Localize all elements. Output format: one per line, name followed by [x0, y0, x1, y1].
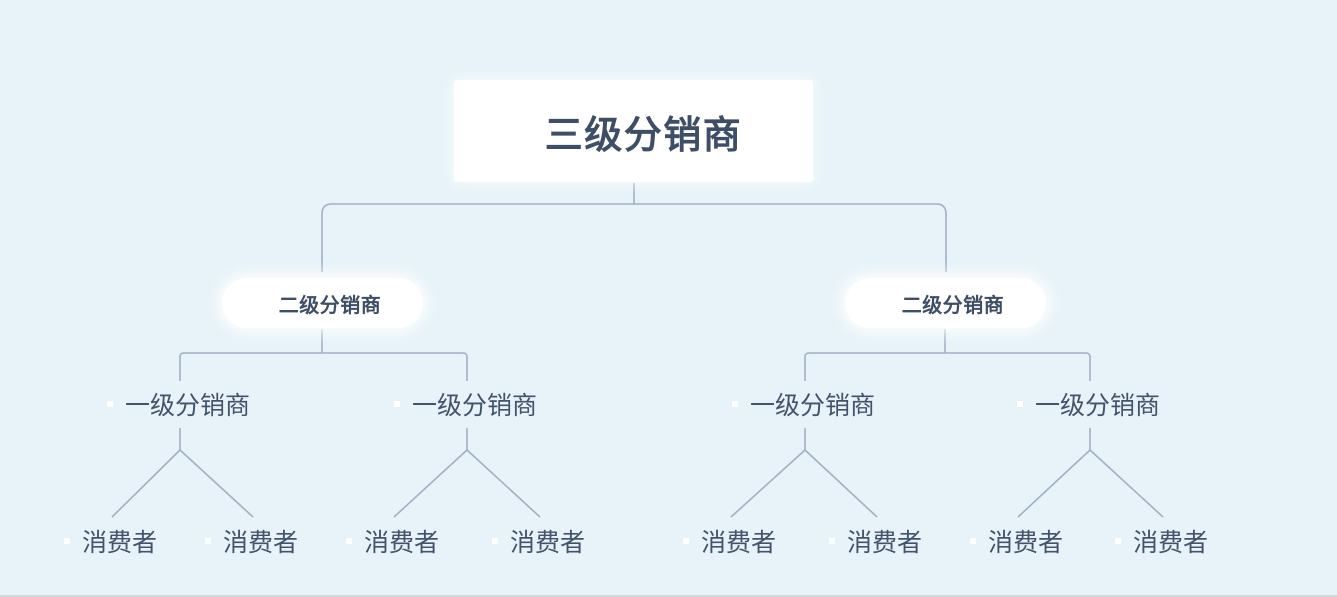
node-label: 二级分销商: [278, 294, 382, 317]
connector-level2-right-bracket: [804, 352, 1091, 381]
connector-level2-left-bracket: [179, 352, 468, 381]
node-label: 一级分销商: [749, 392, 876, 420]
node-label: 消费者: [363, 529, 440, 557]
node-level1-distributor-3[interactable]: 一级分销商: [735, 386, 875, 422]
node-consumer-2[interactable]: 消费者: [208, 523, 298, 559]
node-consumer-3[interactable]: 消费者: [349, 523, 439, 559]
node-label: 一级分销商: [411, 392, 538, 420]
node-consumer-8[interactable]: 消费者: [1118, 523, 1208, 559]
node-label: 消费者: [700, 529, 777, 557]
node-consumer-1[interactable]: 消费者: [67, 523, 157, 559]
node-level2-distributor-2[interactable]: 二级分销商: [845, 278, 1046, 328]
node-level2-distributor-1[interactable]: 二级分销商: [222, 278, 423, 328]
node-consumer-4[interactable]: 消费者: [495, 523, 585, 559]
node-label: 消费者: [222, 529, 299, 557]
node-level1-distributor-4[interactable]: 一级分销商: [1020, 386, 1160, 422]
node-level1-distributor-2[interactable]: 一级分销商: [397, 386, 537, 422]
connector-level1-1-fork: [111, 428, 254, 518]
node-label: 消费者: [509, 529, 586, 557]
node-label: 一级分销商: [124, 392, 251, 420]
node-label: 消费者: [987, 529, 1064, 557]
node-label: 消费者: [846, 529, 923, 557]
node-label: 三级分销商: [544, 114, 743, 157]
node-label: 消费者: [1132, 529, 1209, 557]
connector-level1-3-fork: [730, 428, 878, 518]
node-consumer-6[interactable]: 消费者: [832, 523, 922, 559]
node-label: 二级分销商: [901, 294, 1005, 317]
node-consumer-7[interactable]: 消费者: [973, 523, 1063, 559]
node-consumer-5[interactable]: 消费者: [686, 523, 776, 559]
node-level3-distributor[interactable]: 三级分销商: [454, 80, 813, 182]
node-level1-distributor-1[interactable]: 一级分销商: [110, 386, 250, 422]
connector-root-bracket: [321, 203, 947, 272]
connector-level1-2-fork: [393, 428, 541, 518]
node-label: 一级分销商: [1034, 392, 1161, 420]
node-label: 消费者: [81, 529, 158, 557]
connector-level1-4-fork: [1017, 428, 1164, 518]
